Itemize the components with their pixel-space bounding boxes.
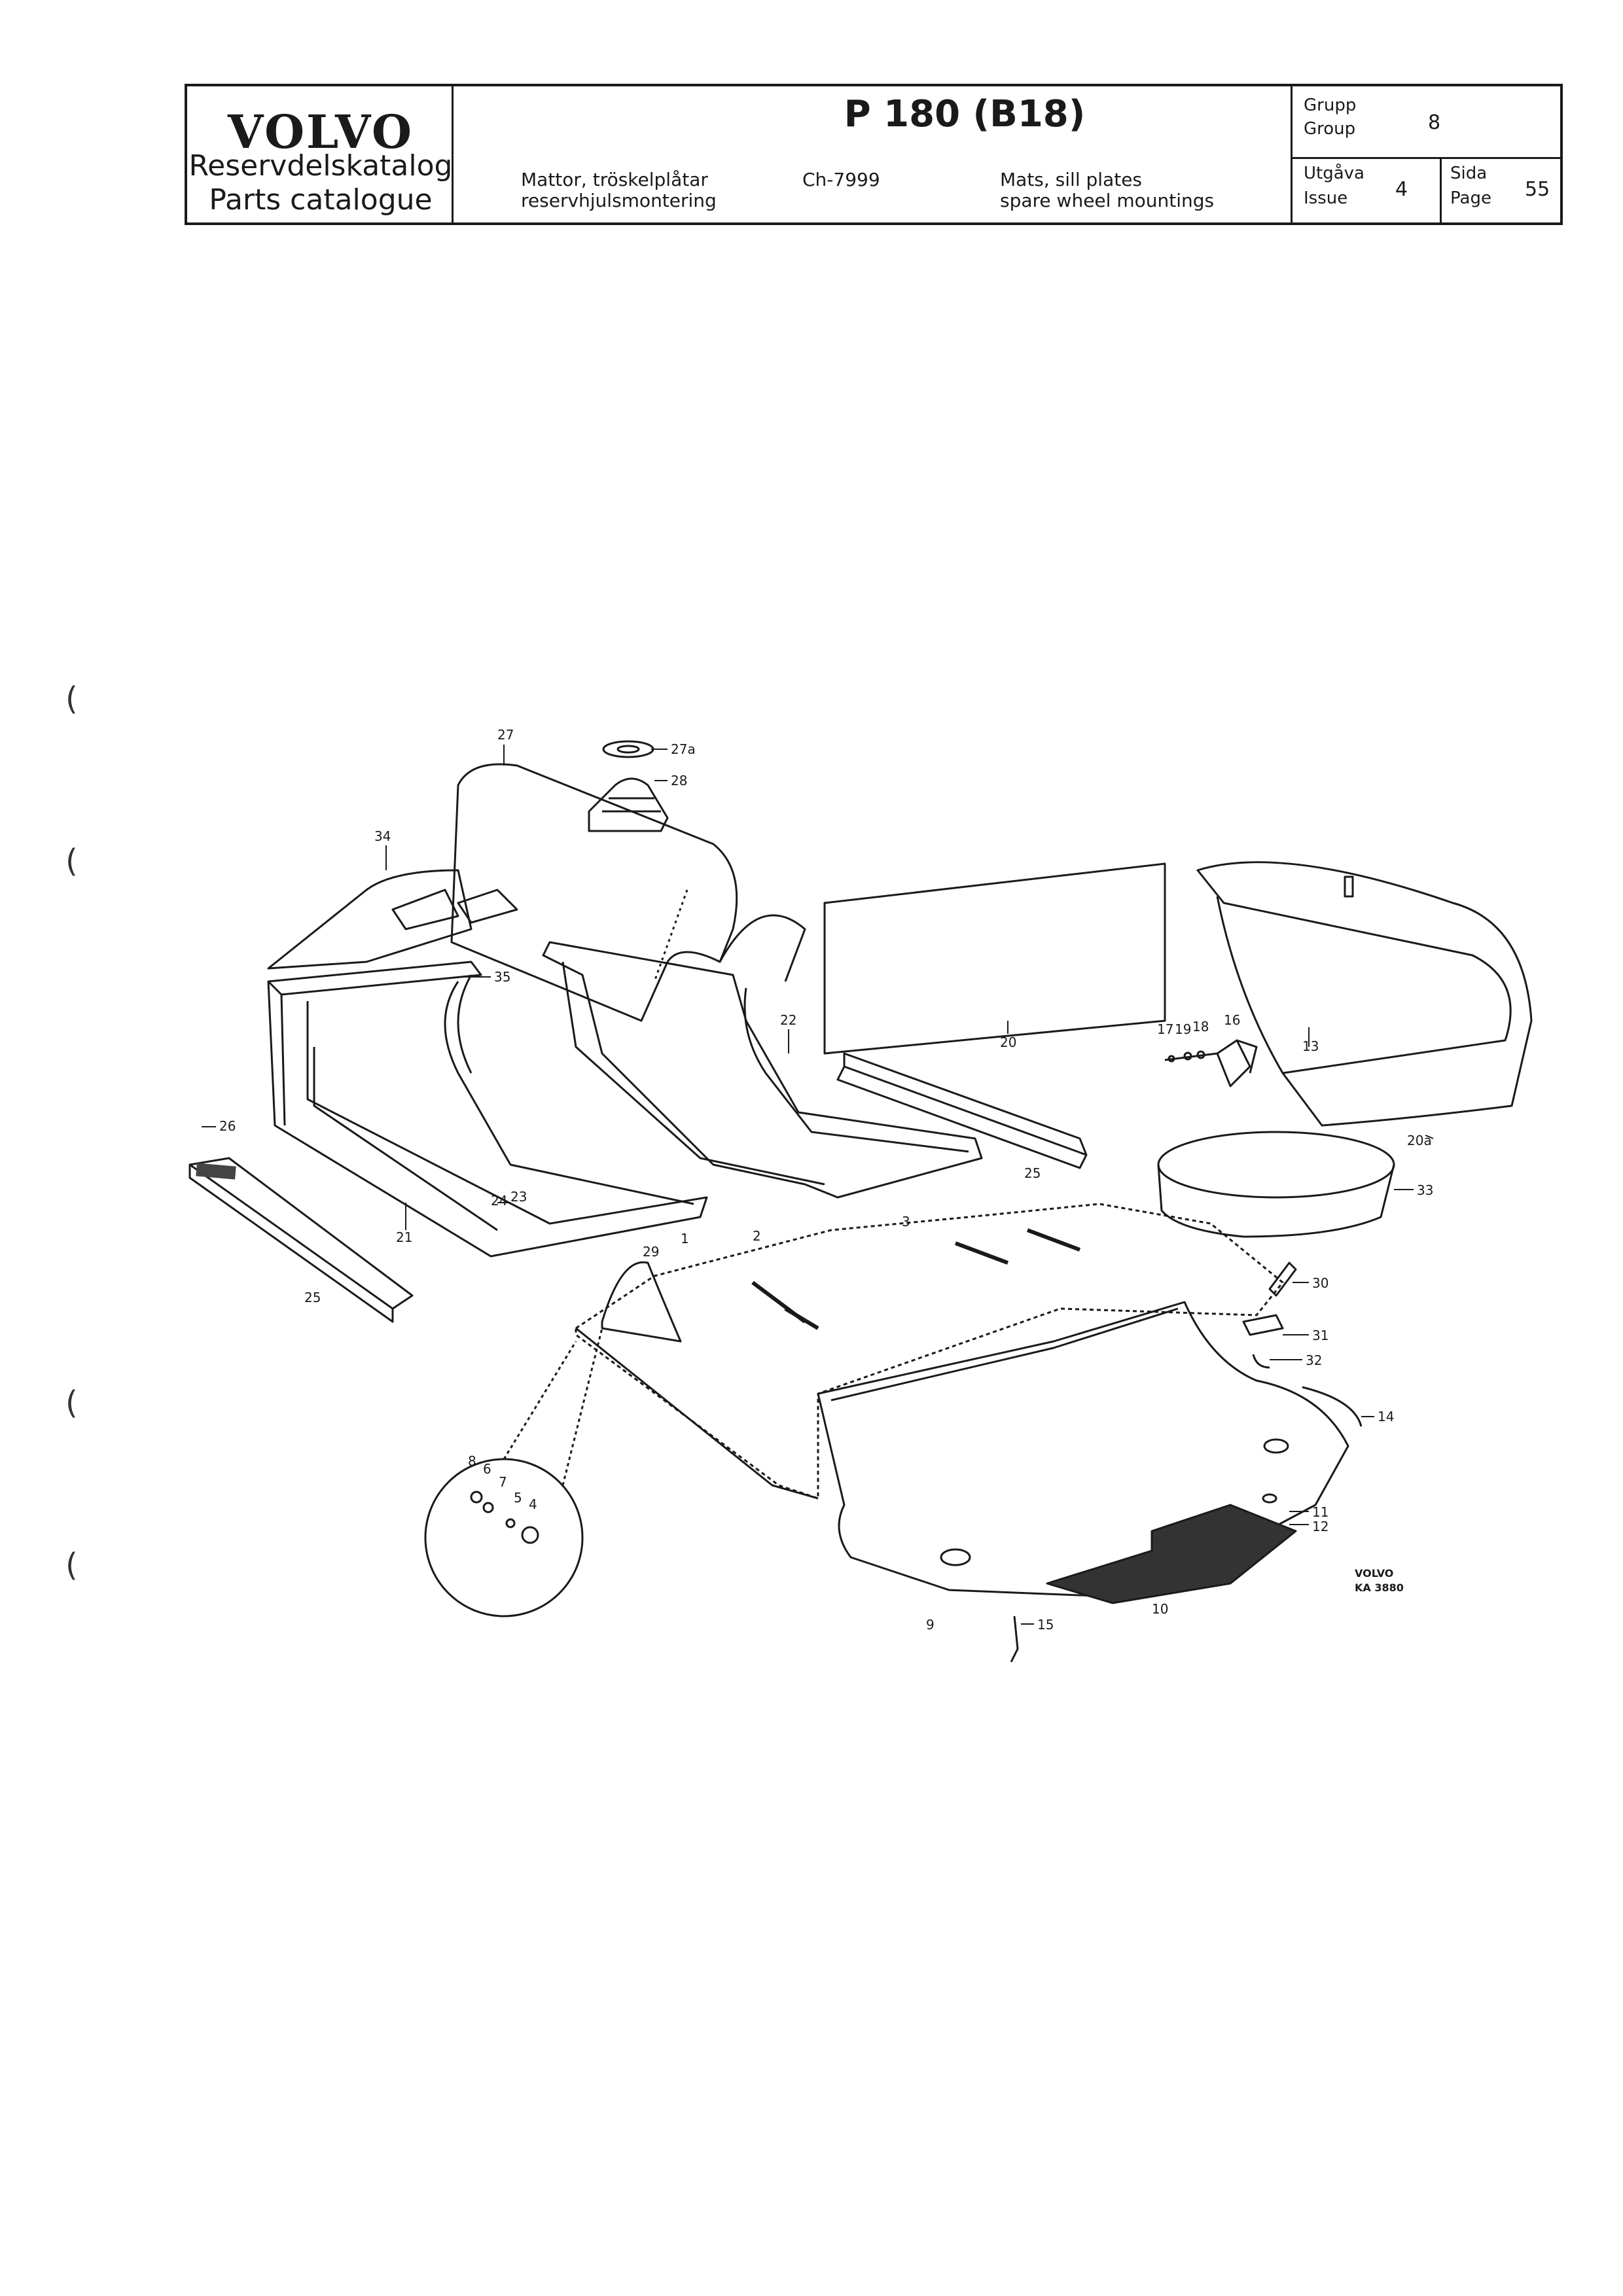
left-sill-mat — [267, 961, 708, 1258]
callout-7: 7 — [499, 1474, 507, 1490]
page-label-en: Page — [1450, 188, 1491, 208]
front-floor-mat — [267, 869, 518, 970]
callout-13: 13 — [1302, 1038, 1319, 1054]
callout-32: 32 — [1306, 1352, 1322, 1368]
chassis-range: Ch-7999 — [802, 169, 880, 190]
issue-label-sv: Utgåva — [1304, 164, 1364, 183]
callout-23: 23 — [510, 1189, 527, 1205]
spare-wheel-bracket — [1164, 1039, 1258, 1087]
trunk-floor-mat — [817, 1301, 1349, 1598]
callout-30: 30 — [1312, 1275, 1329, 1291]
callout-8: 8 — [468, 1453, 476, 1469]
callout-22: 22 — [780, 1012, 796, 1028]
callout-11: 11 — [1312, 1504, 1329, 1520]
luggage-side-trim — [1196, 861, 1533, 1127]
callout-9: 9 — [926, 1617, 935, 1633]
desc-sv-line2: reservhjulsmontering — [521, 190, 717, 211]
spare-wheel-clamp — [1242, 1262, 1297, 1369]
right-sill-plate — [836, 1052, 1088, 1169]
bolt — [1010, 1616, 1019, 1663]
callout-25-left: 25 — [304, 1290, 321, 1305]
binding-mark: ( — [65, 1385, 78, 1421]
callout-33: 33 — [1417, 1182, 1433, 1198]
callout-35: 35 — [494, 969, 510, 985]
catalog-title-sv: Reservdelskatalog — [188, 149, 453, 183]
center-floor-mat — [542, 941, 983, 1199]
callout-18: 18 — [1192, 1019, 1209, 1034]
callout-21: 21 — [396, 1229, 412, 1245]
divider — [1291, 157, 1563, 159]
callout-12: 12 — [1312, 1519, 1329, 1534]
callout-25-right: 25 — [1024, 1165, 1041, 1181]
divider — [1440, 158, 1442, 222]
callout-20a: 20a — [1407, 1133, 1432, 1148]
model-title: P 180 (B18) — [844, 93, 1086, 135]
brand-logo: VOLVO — [227, 105, 414, 159]
callout-27a: 27a — [671, 741, 696, 757]
left-sill-plate — [188, 1157, 414, 1323]
cable — [1302, 1386, 1363, 1427]
rear-partition-board — [823, 862, 1166, 1055]
binding-mark: ( — [65, 843, 78, 879]
issue-label-en: Issue — [1304, 188, 1348, 208]
divider — [1291, 86, 1293, 222]
callout-4: 4 — [529, 1496, 537, 1512]
callout-1: 1 — [681, 1231, 689, 1246]
callout-26: 26 — [219, 1118, 236, 1134]
desc-en-line2: spare wheel mountings — [1000, 190, 1215, 211]
callout-17: 17 — [1157, 1021, 1173, 1037]
trunk-insert-mat — [1046, 1504, 1297, 1604]
spare-wheel-cover — [1157, 1131, 1395, 1238]
callout-10: 10 — [1152, 1601, 1168, 1617]
title-block: VOLVO Reservdelskatalog Parts catalogue … — [185, 84, 1563, 225]
callout-6: 6 — [483, 1461, 491, 1477]
desc-sv-line1: Mattor, tröskelplåtar — [521, 169, 708, 190]
callout-34: 34 — [374, 828, 391, 844]
page-label-sv: Sida — [1450, 164, 1488, 183]
group-value: 8 — [1428, 111, 1441, 134]
callout-28: 28 — [671, 773, 687, 788]
callout-24: 24 — [491, 1193, 507, 1209]
divider — [452, 86, 454, 222]
page-value: 55 — [1525, 178, 1550, 201]
callout-27: 27 — [497, 727, 514, 743]
callout-5: 5 — [514, 1490, 522, 1506]
tunnel-cover — [450, 763, 806, 1022]
callout-31: 31 — [1312, 1328, 1329, 1343]
desc-en-line1: Mats, sill plates — [1000, 169, 1143, 190]
callout-15: 15 — [1037, 1617, 1054, 1633]
group-label-sv: Grupp — [1304, 96, 1357, 115]
callout-2: 2 — [753, 1228, 761, 1244]
callout-labels: 27 27a 28 34 35 22 20 17 19 18 16 13 20a… — [219, 727, 1433, 1633]
main-floor-mat — [575, 1203, 1284, 1500]
gear-lever-boot — [588, 740, 669, 832]
group-label-en: Group — [1304, 119, 1356, 139]
callout-19: 19 — [1175, 1021, 1191, 1037]
callout-20: 20 — [1000, 1034, 1016, 1050]
issue-value: 4 — [1395, 178, 1408, 201]
binding-mark: ( — [65, 1547, 78, 1583]
callout-16: 16 — [1224, 1012, 1240, 1028]
callout-14: 14 — [1378, 1409, 1394, 1424]
callout-3: 3 — [902, 1214, 910, 1229]
binding-mark: ( — [65, 680, 78, 717]
detail-magnifier — [424, 1328, 603, 1617]
catalog-title-en: Parts catalogue — [209, 183, 433, 217]
leader-lines — [202, 745, 1434, 1625]
drawing-stamp-line2: KA 3880 — [1355, 1581, 1404, 1594]
callout-29: 29 — [643, 1244, 659, 1260]
drawing-stamp-line1: VOLVO — [1355, 1567, 1393, 1580]
